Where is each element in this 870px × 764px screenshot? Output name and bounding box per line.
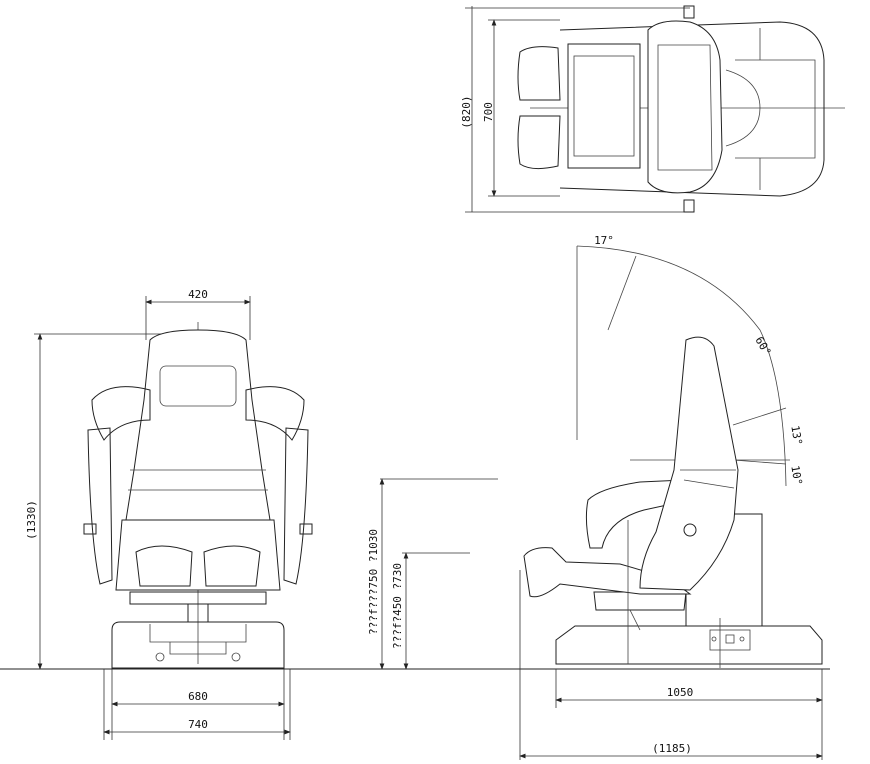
dim-top-width: 700: [482, 102, 495, 122]
dim-base-inner: 680: [188, 690, 208, 703]
dim-seat-height: ???f?450 ?730: [391, 563, 404, 649]
side-view: [519, 245, 823, 760]
dim-hip-height: ???f???750 ?1030: [367, 529, 380, 635]
angle-10: 10°: [788, 464, 804, 486]
angle-17: 17°: [594, 234, 614, 247]
dim-total-height: (1330): [25, 500, 38, 540]
dim-top-overall: (820): [460, 95, 473, 128]
dim-base-length: 1050: [667, 686, 694, 699]
dim-base-outer: 740: [188, 718, 208, 731]
dim-seat-width: 420: [188, 288, 208, 301]
angle-13: 13°: [788, 424, 804, 446]
dim-overall-length: (1185): [652, 742, 692, 755]
top-view: [465, 5, 845, 213]
height-dimensions: [379, 478, 498, 670]
front-view: [34, 296, 313, 740]
angle-60: 60°: [752, 334, 773, 358]
